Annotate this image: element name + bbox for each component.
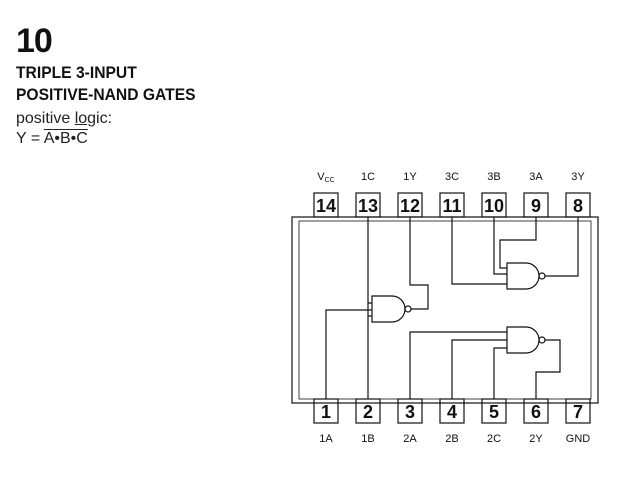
wire-3y <box>545 217 579 277</box>
pin-label-3b: 3B <box>487 171 500 183</box>
pin-label-gnd: GND <box>566 433 591 445</box>
logic-equation: Y = A•B•C <box>16 129 211 149</box>
pin-number-10: 10 <box>484 196 504 216</box>
pin-number-14: 14 <box>316 196 336 216</box>
pin-box-7 <box>565 398 591 424</box>
pin-label-1c: 1C <box>361 171 375 183</box>
pin-label-2b: 2B <box>445 433 458 445</box>
pin-number-4: 4 <box>447 402 457 422</box>
logic-label-suffix: gic: <box>87 110 113 127</box>
title-block: 10 TRIPLE 3-INPUT POSITIVE-NAND GATES po… <box>16 24 211 149</box>
logic-label-prefix: positive <box>16 110 75 127</box>
pin-label-3y: 3Y <box>571 171 585 183</box>
logic-label-underlined: lo <box>74 110 88 127</box>
nand-gate-3 <box>506 262 540 290</box>
nand-gate-1-bubble <box>404 305 412 313</box>
wire-2y <box>535 339 561 399</box>
nand-gate-3-bubble <box>538 272 546 280</box>
wire-1y <box>409 217 429 310</box>
pin-label-1b: 1B <box>361 433 374 445</box>
equation-overbar-term: A•B•C <box>43 130 88 147</box>
wire-1c <box>367 217 372 304</box>
pin-number-3: 3 <box>405 402 415 422</box>
wire-3b <box>493 217 507 275</box>
wire-2c <box>493 347 507 399</box>
pin-label-2c: 2C <box>487 433 501 445</box>
pin-number-6: 6 <box>531 402 541 422</box>
pin-label-vcc-main: V <box>317 171 325 183</box>
pin-label-2a: 2A <box>403 433 417 445</box>
pin-number-2: 2 <box>363 402 373 422</box>
chip-title-line-2: POSITIVE-NAND GATES <box>16 85 196 104</box>
wire-2a <box>409 331 507 399</box>
pin-label-vcc: VCC <box>317 171 334 184</box>
wire-3c <box>451 217 507 285</box>
nand-gate-2 <box>506 326 540 354</box>
pin-number-1: 1 <box>321 402 331 422</box>
pin-label-vcc-sub: CC <box>325 177 335 184</box>
chip-title-line-1: TRIPLE 3-INPUT <box>16 63 137 82</box>
chip-number: 10 <box>16 22 53 60</box>
wire-3a <box>499 217 537 269</box>
pin-number-9: 9 <box>531 196 541 216</box>
pin-label-3a: 3A <box>529 171 543 183</box>
pin-label-1a: 1A <box>319 433 333 445</box>
nand-gate-1 <box>371 295 406 323</box>
logic-label: positive logic: <box>16 109 211 129</box>
pin-number-7: 7 <box>573 402 583 422</box>
wire-2b <box>451 339 507 399</box>
pin-label-3c: 3C <box>445 171 459 183</box>
pin-label-2y: 2Y <box>529 433 543 445</box>
pin-number-12: 12 <box>400 196 420 216</box>
nand-gate-2-bubble <box>538 336 546 344</box>
pin-box-14 <box>313 192 339 218</box>
pin-number-11: 11 <box>442 196 461 216</box>
equation-prefix: Y = <box>16 130 44 147</box>
pin-label-1y: 1Y <box>403 171 417 183</box>
pin-number-5: 5 <box>489 402 499 422</box>
top-pin-boxes <box>313 192 591 218</box>
pin-number-13: 13 <box>358 196 378 216</box>
pin-number-8: 8 <box>573 196 583 216</box>
wire-1a <box>325 309 372 399</box>
